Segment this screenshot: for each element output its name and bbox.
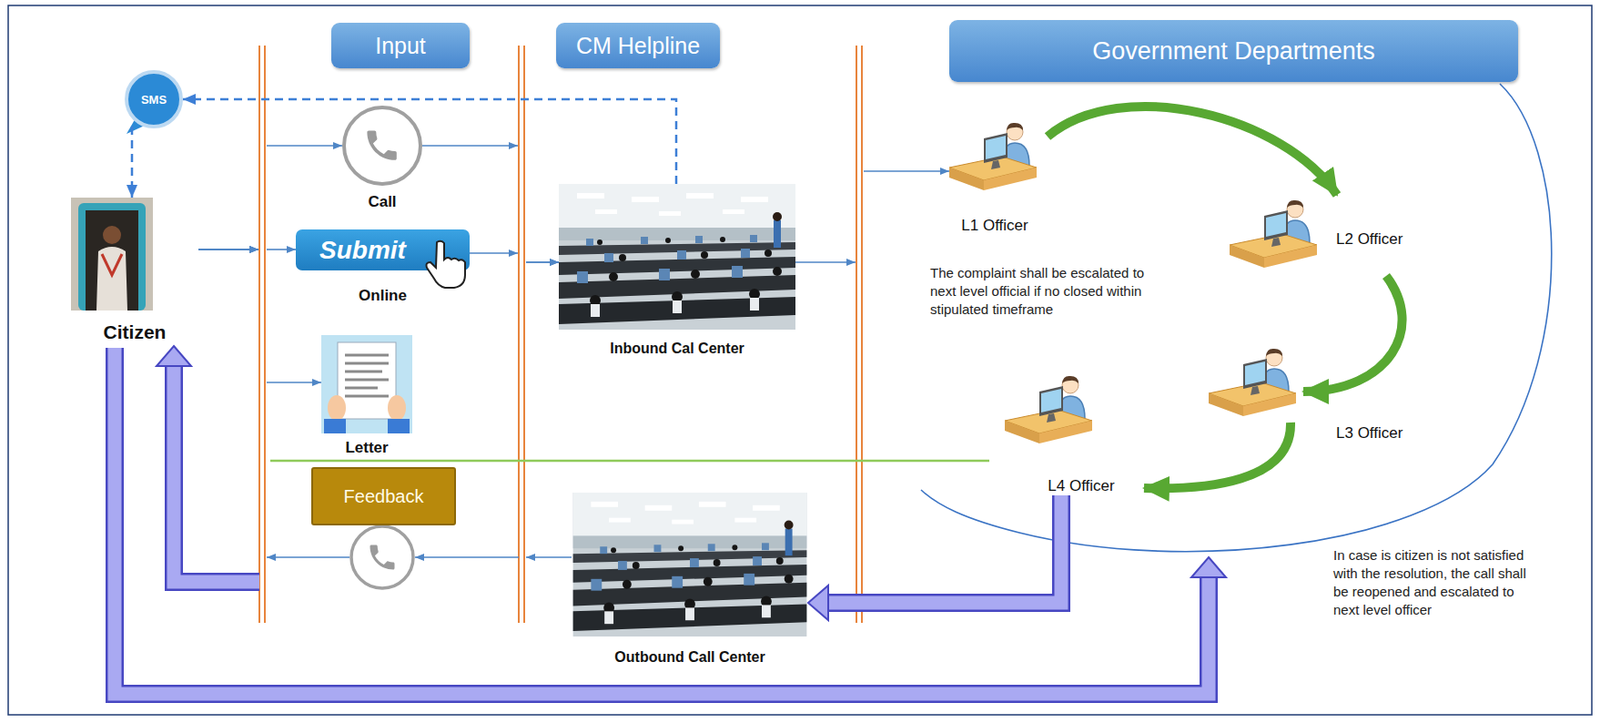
header-band: Government Departments: [949, 20, 1519, 82]
connector-line: [526, 556, 572, 558]
connector: [198, 249, 296, 251]
connector-line: [1144, 422, 1291, 488]
connector: [1144, 422, 1291, 488]
connector-line: [1047, 106, 1337, 195]
connector-line: [131, 126, 134, 198]
connector-line: [795, 261, 856, 264]
node-label: L1 Officer: [961, 216, 1028, 235]
connector-line: [198, 248, 259, 251]
call-center-photo: [558, 183, 796, 330]
node-label: CM Helpline: [576, 32, 700, 60]
connector: [795, 171, 950, 263]
node-label: Citizen: [103, 321, 167, 344]
arrow-head: [156, 345, 192, 366]
connector-line: [266, 556, 350, 558]
sms-icon: [126, 71, 182, 134]
officer-icon: [1208, 348, 1297, 416]
node-label: Outbound Call Center: [614, 648, 765, 666]
letter-icon: [321, 334, 413, 434]
connector-line: [526, 261, 559, 264]
phone-icon: [351, 526, 414, 588]
call-channel: Call: [342, 105, 423, 212]
node-label: Submit: [295, 229, 470, 271]
separator-line: [270, 459, 990, 463]
officer: L1 Officer: [949, 120, 1041, 235]
note-text: The complaint shall be escalated to next…: [930, 263, 1169, 319]
citizen-photo: [70, 197, 153, 311]
connector: [1047, 106, 1337, 195]
connector-line: [182, 99, 677, 184]
connector: [469, 253, 559, 263]
officer: L3 Officer: [1208, 345, 1418, 445]
arrow-head: [808, 585, 829, 620]
connector-line: [266, 381, 322, 384]
connector-line: [526, 261, 559, 264]
officer: L4 Officer: [1004, 373, 1142, 496]
connector: [131, 126, 133, 198]
call-center: Outbound Call Center: [571, 492, 809, 666]
sms-bubble: SMS: [126, 71, 182, 127]
connector-line: [266, 144, 343, 147]
note-text: In case is citizen is not satisfied with…: [1333, 546, 1534, 619]
node-label: Call: [367, 192, 396, 212]
arrow-band: [173, 365, 260, 582]
node-label: L4 Officer: [1047, 476, 1114, 496]
letter-channel: Letter: [321, 334, 413, 457]
connector: [182, 99, 677, 184]
node-label: Online: [295, 286, 470, 305]
node-label: Letter: [344, 438, 388, 457]
connector: [1303, 275, 1403, 392]
citizen: Citizen: [70, 197, 199, 344]
connector-line: [1303, 275, 1403, 392]
arrow-band: [828, 495, 1062, 603]
officer-icon: [1004, 375, 1093, 444]
outer-frame: [8, 5, 1592, 715]
reopen-arrow: [114, 347, 1226, 694]
feedback-box: Feedback: [311, 466, 456, 526]
node-label: Feedback: [344, 486, 425, 507]
connector-line: [469, 252, 518, 254]
connector-line: [198, 248, 259, 251]
connector: [156, 345, 572, 582]
node-label: L3 Officer: [1336, 424, 1403, 443]
call-center: Inbound Cal Center: [558, 183, 796, 357]
node-label: L2 Officer: [1336, 230, 1403, 249]
arrow-band: [173, 365, 260, 582]
node-label: SMS: [141, 92, 167, 107]
header-band: CM Helpline: [556, 22, 720, 69]
node-label: Input: [374, 32, 426, 60]
connector-line: [198, 248, 259, 251]
officer-icon: [949, 122, 1037, 191]
connector-line: [266, 248, 296, 251]
officer: L2 Officer: [1229, 197, 1417, 273]
connector-line: [863, 170, 950, 173]
phone-icon: [344, 107, 421, 184]
call-center-photo: [573, 492, 808, 637]
arrow-band: [828, 495, 1062, 603]
node-label: Government Departments: [1092, 37, 1376, 66]
connector: [808, 495, 1062, 620]
node-label: Inbound Cal Center: [609, 340, 745, 357]
online-channel: SubmitOnline: [295, 229, 470, 312]
connector-line: [422, 144, 518, 147]
header-band: Input: [331, 22, 470, 69]
officer-icon: [1229, 200, 1317, 268]
department-boundary: [921, 83, 1552, 552]
connector-line: [415, 556, 519, 558]
